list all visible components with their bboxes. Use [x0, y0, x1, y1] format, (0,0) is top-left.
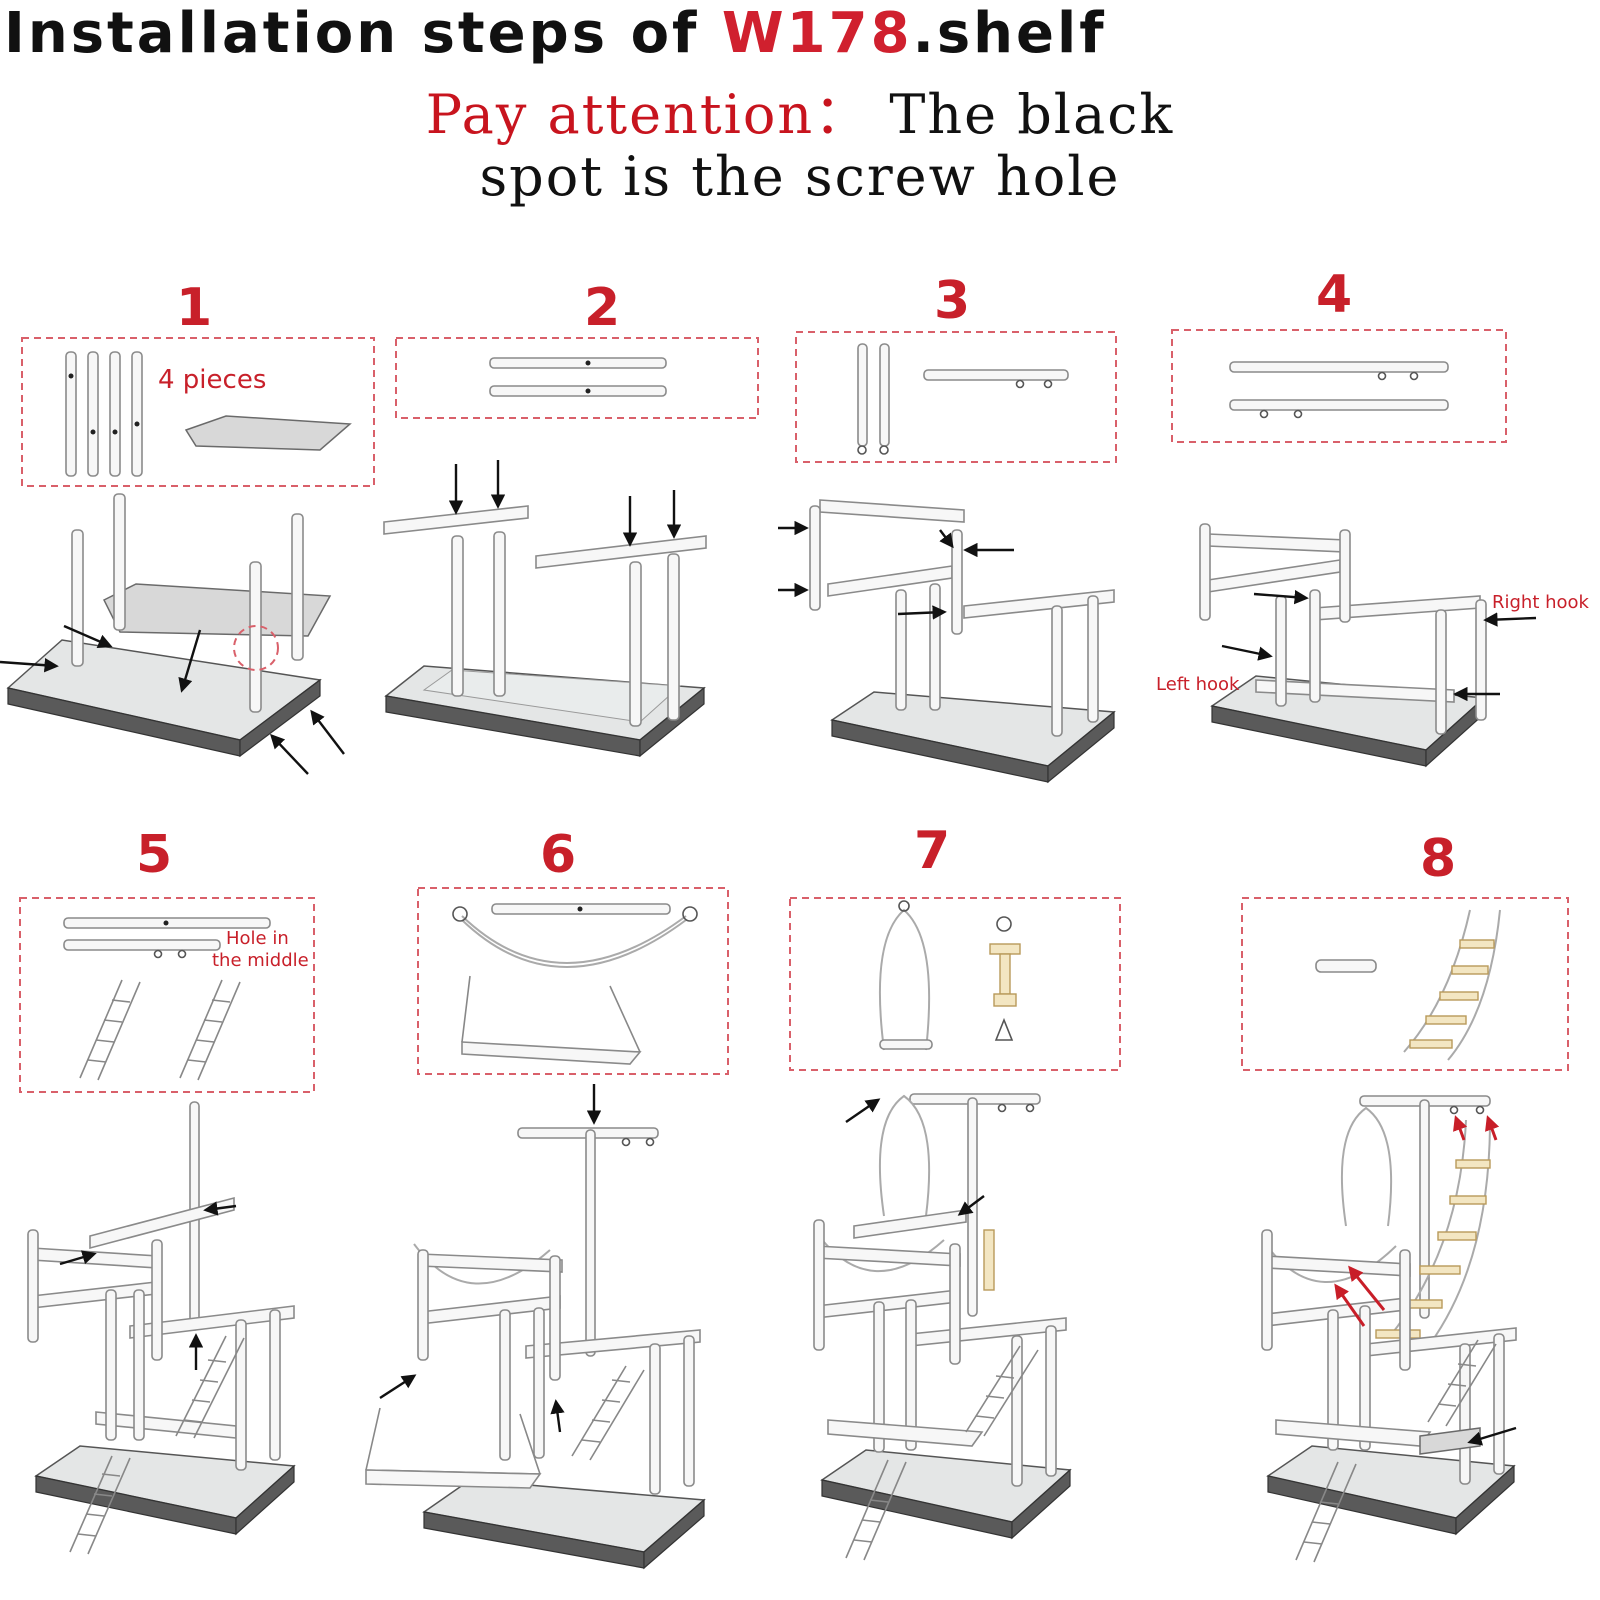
step-number: 2 — [584, 278, 620, 338]
attention-note: Pay attention： The black spot is the scr… — [200, 84, 1400, 208]
step-number: 5 — [136, 825, 172, 885]
short-perch — [1315, 959, 1377, 973]
bell-toy — [996, 916, 1012, 932]
title-suffix: .shelf — [912, 1, 1107, 66]
pole-pieces — [65, 351, 143, 477]
step-number: 6 — [540, 825, 576, 885]
step-8: 8 — [1241, 829, 1569, 1563]
parts-box — [19, 897, 315, 1093]
title-model: W178 — [721, 1, 913, 66]
parts-box — [1171, 329, 1507, 443]
step-7: 7 — [789, 821, 1121, 1561]
right-hook-label: Right hook — [1492, 592, 1590, 613]
parts-box — [795, 331, 1117, 463]
rope-swing — [878, 908, 931, 1051]
step-1: 1 4 pieces — [0, 278, 375, 775]
parts-box — [395, 337, 759, 419]
step-number: 4 — [1316, 265, 1352, 325]
swing-platform — [461, 1041, 642, 1065]
note-text-2: spot is the screw hole — [479, 145, 1121, 208]
parts-box — [789, 897, 1121, 1071]
step-2: 2 — [383, 278, 759, 758]
parts-box — [417, 887, 729, 1075]
parts-box — [21, 337, 375, 487]
title-prefix: Installation steps of — [4, 1, 722, 66]
hole-label-1: Hole in — [226, 928, 289, 949]
pieces-label: 4 pieces — [158, 365, 266, 395]
step-number: 8 — [1420, 829, 1456, 889]
step-5: 5 Hole in the middle — [19, 825, 315, 1555]
page-title: Installation steps of W178.shelf — [0, 4, 1600, 74]
tray-part — [184, 415, 352, 451]
step-number: 7 — [914, 821, 950, 881]
parts-box — [1241, 897, 1569, 1071]
rope-ladder — [1403, 909, 1501, 1061]
hole-label-2: the middle — [212, 950, 309, 971]
step-number: 3 — [934, 271, 970, 331]
step-4: 4 Right hook Left hook — [1156, 265, 1590, 768]
step-number: 1 — [176, 278, 212, 338]
chain-toy — [461, 915, 687, 964]
step-6: 6 — [365, 825, 729, 1570]
note-label: Pay attention： — [425, 83, 871, 146]
step-3: 3 — [778, 271, 1117, 784]
left-hook-label: Left hook — [1156, 674, 1240, 695]
ladder-part — [79, 979, 241, 1081]
note-text-1: The black — [889, 83, 1175, 146]
